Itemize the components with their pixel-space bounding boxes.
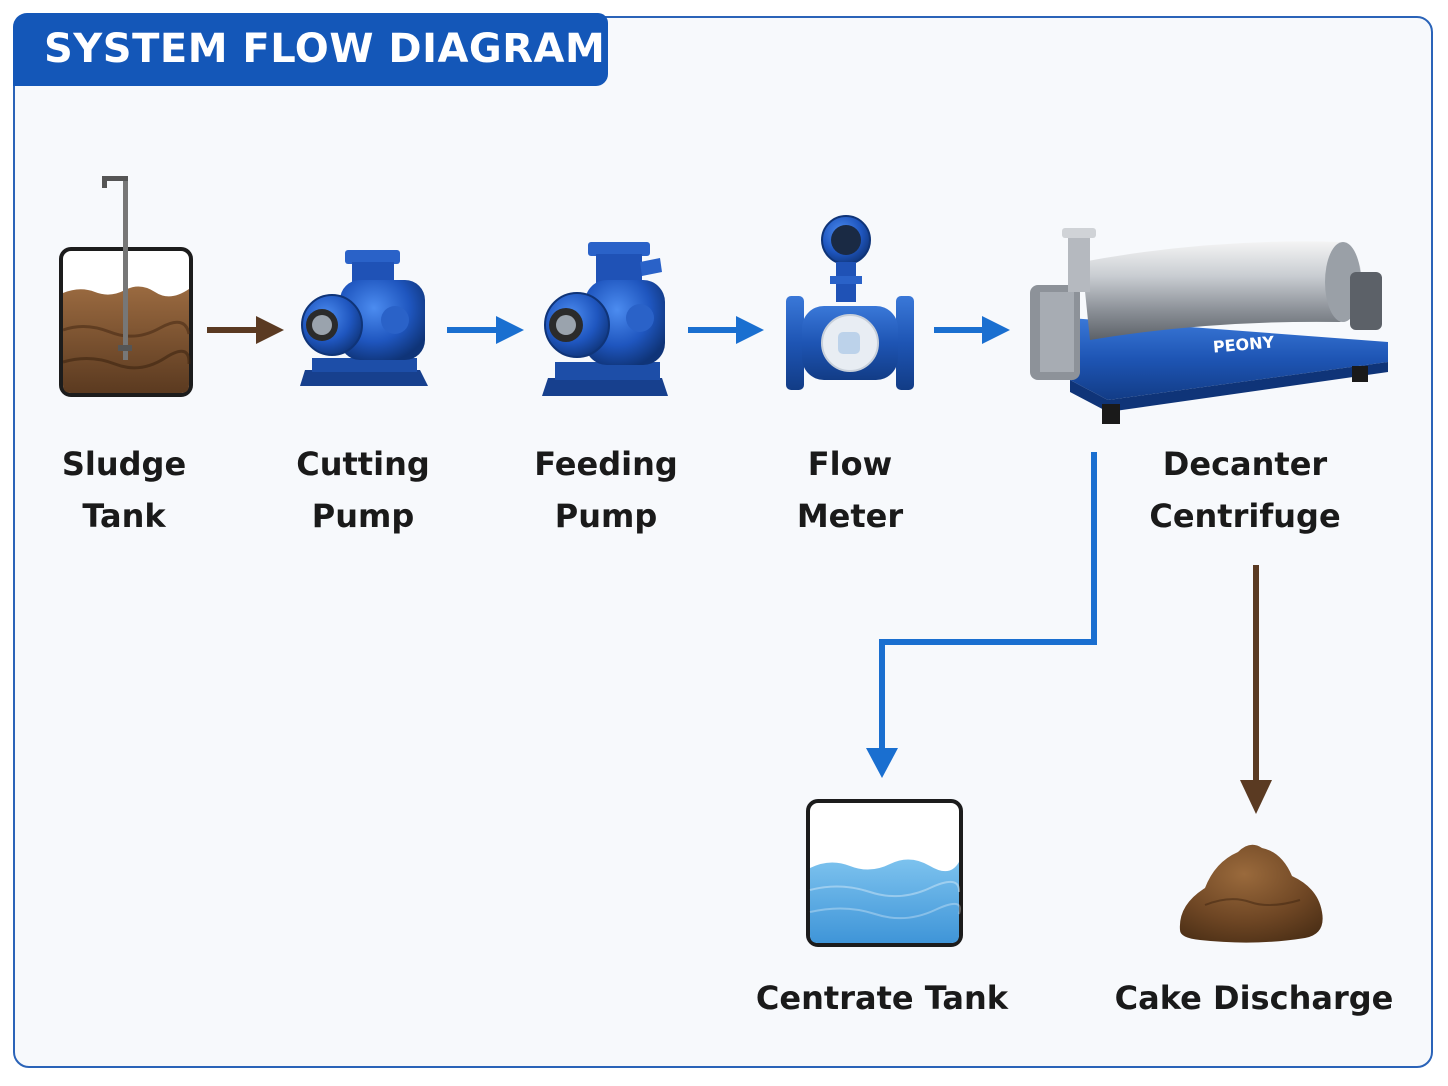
flow-arrow-3 <box>688 316 764 344</box>
label-line: Sludge <box>61 445 187 483</box>
sludge-tank-icon <box>59 176 193 397</box>
label-line: Cutting <box>296 445 430 483</box>
label-line: Tank <box>82 497 166 535</box>
label-line: Pump <box>311 497 415 535</box>
cake-pile-icon <box>1179 844 1323 943</box>
decanter-centrifuge-icon: PEONY <box>1030 228 1388 424</box>
label-line: Meter <box>796 497 904 535</box>
label-centrate-tank: Centrate Tank <box>756 972 1008 1024</box>
centrate-tank-icon <box>806 799 963 947</box>
flow-arrow-4 <box>934 316 1010 344</box>
centrate-flow-line <box>866 452 1097 778</box>
label-line: Pump <box>554 497 658 535</box>
label-line: Cake Discharge <box>1114 979 1394 1017</box>
diagram-frame <box>13 16 1433 1068</box>
label-line: Centrifuge <box>1149 497 1341 535</box>
cutting-pump-icon <box>300 250 428 386</box>
flow-meter-icon <box>786 215 914 390</box>
flow-arrow-1 <box>207 316 284 344</box>
label-cake-discharge: Cake Discharge <box>1115 972 1394 1024</box>
label-line: Flow <box>807 445 893 483</box>
label-cutting-pump: Cutting Pump <box>296 438 430 542</box>
label-decanter-centrifuge: Decanter Centrifuge <box>1149 438 1340 542</box>
cake-flow-line <box>1240 565 1272 814</box>
label-flow-meter: Flow Meter <box>797 438 903 542</box>
label-line: Decanter <box>1162 445 1328 483</box>
feeding-pump-icon <box>542 242 668 396</box>
flow-arrow-2 <box>447 316 524 344</box>
label-sludge-tank: Sludge Tank <box>62 438 186 542</box>
label-line: Feeding <box>534 445 678 483</box>
page-title: SYSTEM FLOW DIAGRAM <box>44 26 606 72</box>
header-tab <box>13 13 608 86</box>
label-line: Centrate Tank <box>755 979 1009 1017</box>
label-feeding-pump: Feeding Pump <box>534 438 678 542</box>
